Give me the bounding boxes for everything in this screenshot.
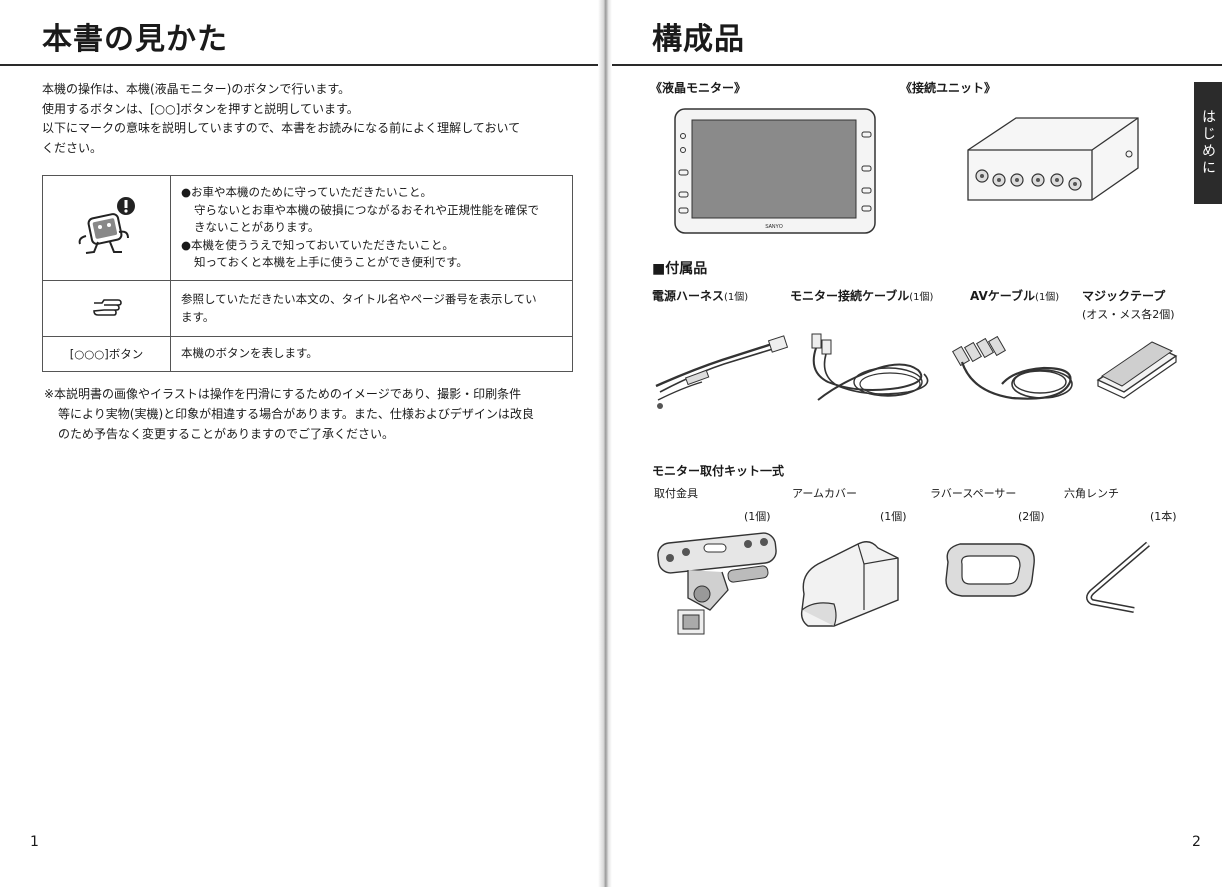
page-title: 構成品 bbox=[652, 22, 745, 57]
intro-line: 使用するボタンは、[○○]ボタンを押すと説明しています。 bbox=[42, 101, 359, 116]
kit-item-qty: (2個) bbox=[1018, 510, 1045, 523]
accessories-title: ■付属品 bbox=[652, 261, 708, 277]
table-row: [○○○]ボタン 本機のボタンを表します。 bbox=[42, 336, 573, 372]
kit-title: モニター取付キット一式 bbox=[652, 464, 785, 478]
note-line: ※本説明書の画像やイラストは操作を円滑にするためのイメージであり、撮影・印刷条件 bbox=[44, 387, 522, 401]
accessory-label-power-harness: 電源ハーネス(1個) bbox=[652, 287, 748, 304]
accessory-qty: (1個) bbox=[1035, 292, 1060, 303]
reference-line: 参照していただきたい本文の、タイトル名やページ番号を表示してい bbox=[181, 292, 537, 306]
kit-item-qty: (1個) bbox=[744, 510, 771, 523]
accessory-name: AVケーブル bbox=[970, 289, 1036, 303]
arm-cover-illustration bbox=[800, 541, 899, 627]
intro-line: ください。 bbox=[42, 140, 103, 155]
velcro-illustration bbox=[1096, 341, 1178, 399]
table-row: 参照していただきたい本文の、タイトル名やページ番号を表示してい ます。 bbox=[42, 280, 573, 337]
accessory-label-monitor-cable: モニター接続ケーブル(1個) bbox=[790, 287, 933, 304]
kit-item-qty: (1本) bbox=[1150, 510, 1177, 523]
velcro-note: (オス・メス各2個) bbox=[1082, 308, 1175, 321]
caution-mascot-icon bbox=[42, 175, 171, 281]
chapter-tab: はじめに bbox=[1194, 82, 1222, 204]
mounting-bracket-illustration bbox=[657, 532, 777, 635]
button-notation-description: 本機のボタンを表します。 bbox=[170, 336, 573, 372]
accessory-name: 電源ハーネス bbox=[652, 289, 725, 303]
kit-item-name: ラバースペーサー bbox=[930, 487, 1017, 500]
intro-text: 本機の操作は、本機(液晶モニター)のボタンで行います。 使用するボタンは、[○○… bbox=[42, 80, 582, 158]
note-line: 等により実物(実機)と印象が相違する場合があります。また、仕様およびデザインは改… bbox=[58, 407, 534, 421]
unit-label: 《接続ユニット》 bbox=[900, 81, 997, 95]
accessory-name: モニター接続ケーブル bbox=[790, 289, 910, 303]
caution-line: 知っておくと本機を上手に使うことができ便利です。 bbox=[194, 255, 468, 270]
kit-item-name: 六角レンチ bbox=[1064, 487, 1119, 500]
intro-line: 以下にマークの意味を説明していますので、本書をお読みになる前によく理解しておいて bbox=[42, 121, 521, 135]
lcd-monitor-illustration: SANYO bbox=[674, 108, 876, 234]
left-page: 本書の見かた 本機の操作は、本機(液晶モニター)のボタンで行います。 使用するボ… bbox=[0, 0, 606, 887]
caution-line: ●本機を使ううえで知っておいていただきたいこと。 bbox=[181, 237, 454, 252]
page-number: 2 bbox=[1192, 834, 1201, 850]
rubber-spacer-illustration bbox=[945, 543, 1035, 597]
caution-line: ●お車や本機のために守っていただきたいこと。 bbox=[181, 185, 432, 200]
av-cable-illustration bbox=[952, 335, 1073, 400]
disclaimer-note: ※本説明書の画像やイラストは操作を円滑にするためのイメージであり、撮影・印刷条件… bbox=[44, 384, 584, 444]
accessory-label-velcro: マジックテープ bbox=[1082, 287, 1165, 304]
monitor-label: 《液晶モニター》 bbox=[650, 81, 747, 95]
caution-description: ●お車や本機のために守っていただきたいこと。 守らないとお車や本機の破損につなが… bbox=[170, 175, 573, 281]
monitor-cable-illustration bbox=[811, 333, 929, 401]
caution-line: 守らないとお車や本機の破損につながるおそれや正規性能を確保で bbox=[194, 202, 539, 217]
title-rule bbox=[612, 64, 1222, 66]
kit-item-name: 取付金具 bbox=[654, 487, 698, 500]
pointing-hand-icon bbox=[42, 280, 171, 337]
book-gutter bbox=[598, 0, 612, 887]
kit-item-name: アームカバー bbox=[792, 487, 858, 500]
kit-item-qty: (1個) bbox=[880, 510, 907, 523]
connection-unit-illustration bbox=[967, 117, 1139, 201]
page-title: 本書の見かた bbox=[42, 22, 228, 57]
accessory-qty: (1個) bbox=[724, 292, 749, 303]
reference-description: 参照していただきたい本文の、タイトル名やページ番号を表示してい ます。 bbox=[170, 280, 573, 337]
title-rule bbox=[0, 64, 606, 66]
table-row: ●お車や本機のために守っていただきたいこと。 守らないとお車や本機の破損につなが… bbox=[42, 175, 573, 281]
note-line: のため予告なく変更することがありますのでご了承ください。 bbox=[58, 427, 395, 441]
intro-line: 本機の操作は、本機(液晶モニター)のボタンで行います。 bbox=[42, 82, 351, 96]
hex-wrench-illustration bbox=[1086, 541, 1150, 613]
mark-legend-table: ●お車や本機のために守っていただきたいこと。 守らないとお車や本機の破損につなが… bbox=[42, 175, 573, 372]
accessory-name: マジックテープ bbox=[1082, 289, 1166, 303]
right-page: 構成品 はじめに 《液晶モニター》 《接続ユニット》 SANYO ■付属品 電源… bbox=[612, 0, 1222, 887]
accessory-qty: (1個) bbox=[909, 292, 934, 303]
power-harness-illustration bbox=[655, 335, 789, 409]
caution-line: きないことがあります。 bbox=[194, 220, 320, 235]
monitor-brand: SANYO bbox=[765, 224, 783, 230]
accessory-label-av-cable: AVケーブル(1個) bbox=[970, 287, 1059, 304]
reference-line: ます。 bbox=[181, 309, 215, 324]
page-number: 1 bbox=[30, 834, 39, 850]
button-notation: [○○○]ボタン bbox=[42, 336, 171, 372]
